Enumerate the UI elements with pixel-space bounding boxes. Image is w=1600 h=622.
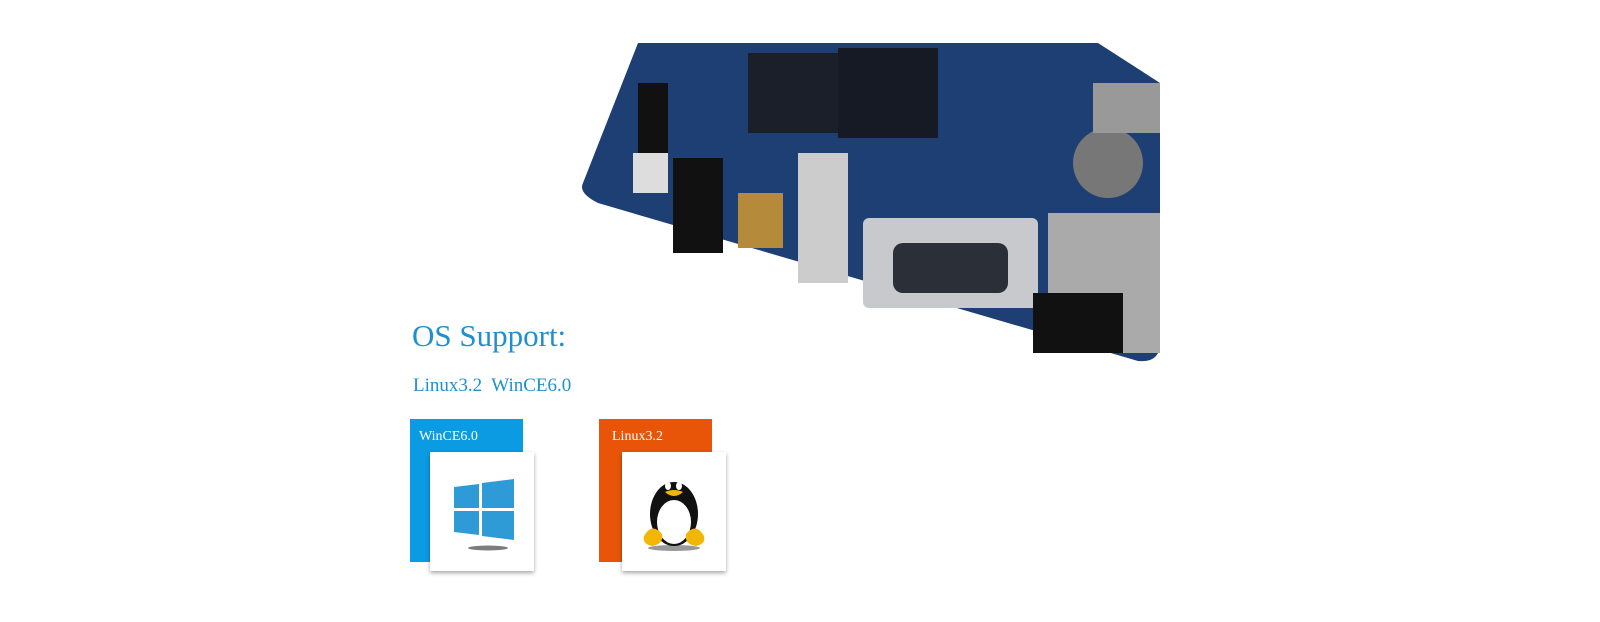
os-tile-label: WinCE6.0 xyxy=(419,429,478,444)
windows-logo-icon xyxy=(454,479,514,551)
os-tile-label: Linux3.2 xyxy=(612,429,663,444)
tux-penguin-icon xyxy=(643,482,705,551)
tux-logo-card xyxy=(622,452,726,571)
board-photo xyxy=(582,43,1160,362)
os-support-title: OS Support: xyxy=(412,318,567,353)
windows-logo-card xyxy=(430,452,534,571)
os-support-list: Linux3.2 WinCE6.0 xyxy=(413,375,572,396)
